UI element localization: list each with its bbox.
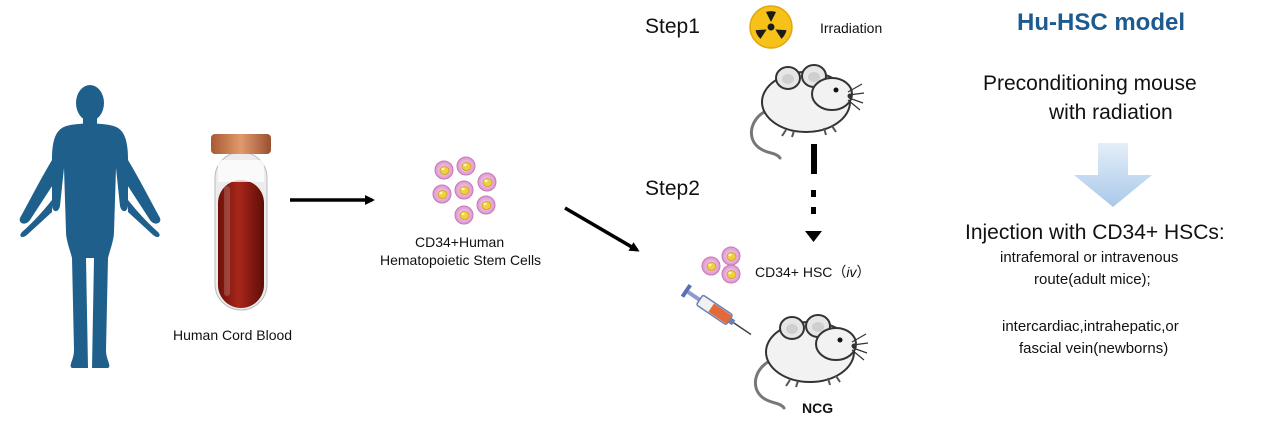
cells-label-line1: CD34+Human bbox=[415, 234, 505, 250]
irradiation-label: Irradiation bbox=[820, 20, 883, 36]
mouse-icon bbox=[753, 313, 870, 410]
hsc-cells bbox=[701, 246, 741, 284]
syringe-icon bbox=[680, 283, 752, 336]
blood-tube-icon bbox=[211, 134, 271, 311]
newborn-route-line1: intercardiac,intrahepatic,or bbox=[1002, 318, 1179, 335]
hsc-route: iv bbox=[846, 264, 857, 280]
precondition-line2: with radiation bbox=[1049, 101, 1173, 124]
ncg-label: NCG bbox=[802, 400, 834, 416]
step2-label: Step2 bbox=[645, 177, 700, 200]
newborn-route-line2: fascial vein(newborns) bbox=[1019, 340, 1169, 357]
step1-label: Step1 bbox=[645, 15, 700, 38]
stem-cell-cluster bbox=[432, 156, 497, 225]
model-title: Hu-HSC model bbox=[1017, 9, 1185, 36]
arrow-cells-to-injection bbox=[564, 206, 640, 252]
stem-cell-icon bbox=[454, 205, 474, 225]
mouse-icon bbox=[749, 63, 866, 160]
stem-cell-icon bbox=[477, 172, 497, 192]
injection-heading: Injection with CD34+ HSCs: bbox=[965, 221, 1225, 244]
stem-cell-icon bbox=[432, 184, 452, 204]
dashed-arrow-down bbox=[805, 144, 822, 242]
stem-cell-icon bbox=[701, 256, 721, 276]
precondition-line1: Preconditioning mouse bbox=[983, 72, 1197, 95]
stem-cell-icon bbox=[434, 160, 454, 180]
hsc-label-prefix: CD34+ HSC（ bbox=[755, 264, 847, 280]
radiation-icon bbox=[749, 5, 793, 49]
stem-cell-icon bbox=[454, 180, 474, 200]
stem-cell-icon bbox=[721, 246, 741, 266]
cord-blood-label: Human Cord Blood bbox=[173, 327, 293, 343]
stem-cell-icon bbox=[456, 156, 476, 176]
stem-cell-icon bbox=[721, 264, 741, 284]
stem-cell-icon bbox=[476, 195, 496, 215]
cells-label-line2: Hematopoietic Stem Cells bbox=[380, 252, 542, 268]
hsc-injection-label: CD34+ HSC（iv） bbox=[755, 262, 871, 282]
adult-route-line1: intrafemoral or intravenous bbox=[1000, 249, 1179, 266]
human-silhouette-icon bbox=[19, 85, 161, 368]
light-blue-down-arrow bbox=[1074, 143, 1152, 207]
hsc-label-suffix: ） bbox=[856, 264, 871, 280]
adult-route-line2: route(adult mice); bbox=[1034, 271, 1151, 288]
